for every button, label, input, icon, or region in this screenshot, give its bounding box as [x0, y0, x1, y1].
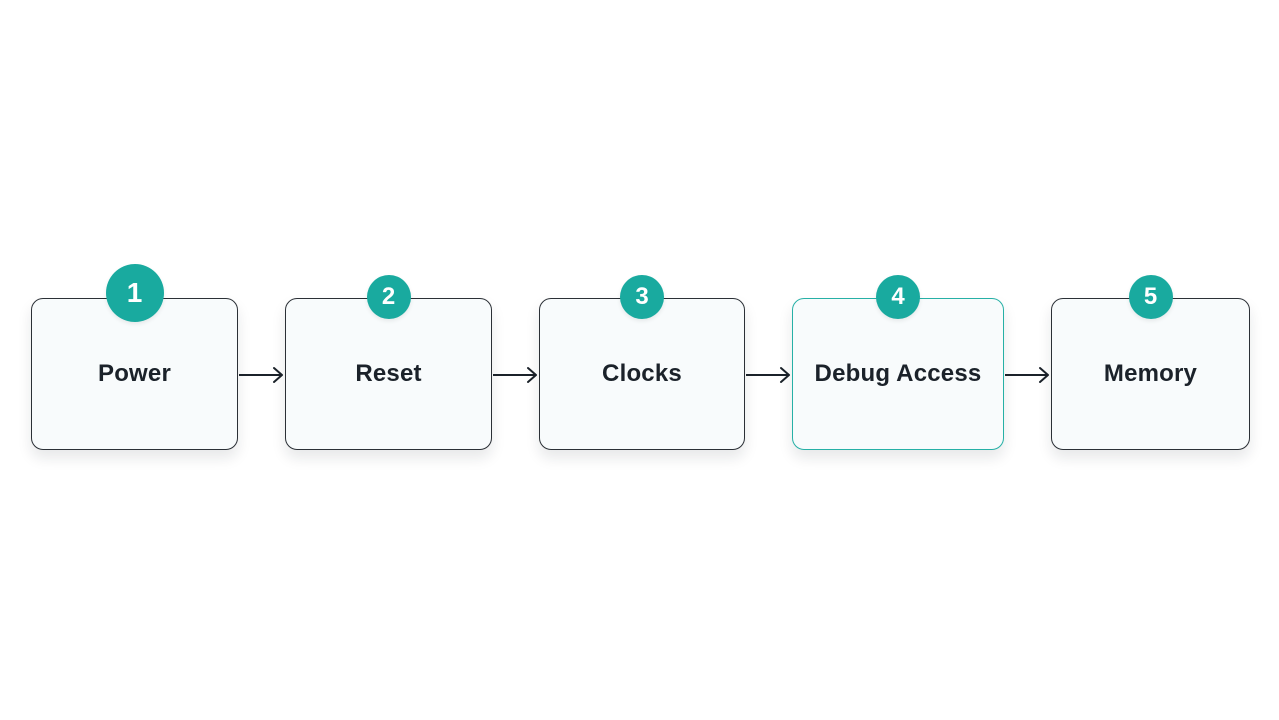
arrow-right-icon [1005, 367, 1049, 383]
step-label: Power [97, 360, 172, 387]
step-label: Clocks [602, 360, 682, 387]
step-label: Reset [355, 360, 422, 387]
step-number-badge: 1 [105, 264, 164, 322]
step-number-badge: 5 [1128, 275, 1173, 319]
arrow-right-icon [239, 367, 283, 383]
arrow-right-icon [493, 367, 537, 383]
step-card-reset: 2 Reset [285, 275, 492, 450]
step-label: Debug Access [814, 360, 982, 387]
step-number-badge: 4 [876, 275, 920, 319]
step-number-badge: 3 [620, 275, 664, 319]
step-card-debug-access: 4 Debug Access [792, 275, 1004, 450]
step-label: Memory [1103, 360, 1198, 387]
step-card-memory: 5 Memory [1051, 275, 1250, 450]
arrow-right-icon [746, 367, 790, 383]
step-card-power: 1 Power [31, 264, 238, 450]
step-number-badge: 2 [366, 275, 411, 319]
step-card-clocks: 3 Clocks [539, 275, 745, 450]
